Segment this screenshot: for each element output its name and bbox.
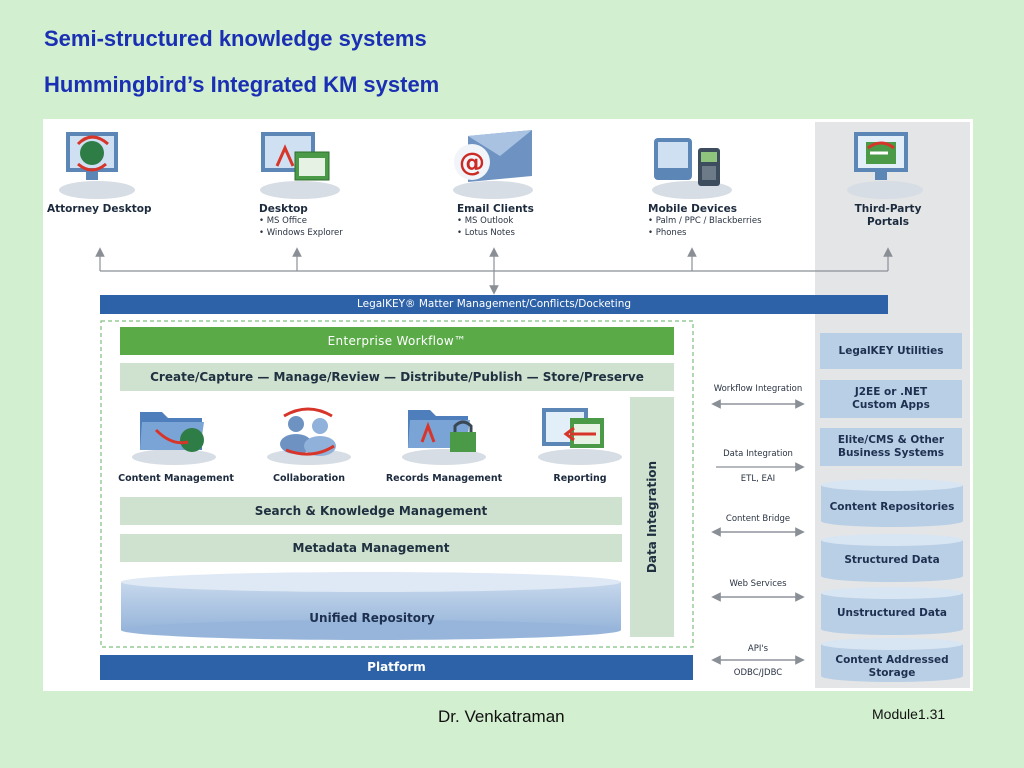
side-box-legalkey-utilities: LegalKEY Utilities [820, 333, 962, 369]
side-box-label-line2: Custom Apps [852, 399, 930, 411]
side-cylinder-label: Content Addressed Storage [820, 654, 964, 680]
module-label: Collaboration [273, 473, 345, 484]
client-name: Email Clients [457, 203, 534, 215]
folder-lock-icon [402, 410, 486, 465]
integration-label: Workflow Integration [713, 384, 803, 394]
side-box-label-line2: Business Systems [837, 447, 945, 459]
client-detail: • MS Office [259, 216, 307, 226]
client-attorney-desktop: Attorney Desktop [47, 203, 151, 215]
integration-label: Content Bridge [725, 514, 791, 524]
monitor-arrows-icon [847, 132, 923, 199]
client-name: Third-Party [854, 203, 922, 215]
integration-label: Web Services [729, 579, 787, 589]
monitor-globe-icon [59, 132, 135, 199]
client-detail: • Palm / PPC / Blackberries [648, 216, 762, 226]
data-integration-label: Data Integration [645, 460, 659, 574]
side-cylinders [821, 479, 963, 682]
monitor-window-icon [260, 132, 340, 199]
data-integration-bar: Data Integration [630, 397, 674, 637]
client-name: Attorney Desktop [47, 203, 152, 215]
platform-bar: Platform [100, 655, 693, 680]
email-at-icon: @ [453, 130, 533, 199]
integration-label: API's [747, 644, 769, 654]
client-name: Mobile Devices [648, 203, 738, 215]
client-third-party: Third-Party Portals [828, 203, 948, 229]
side-box-label: J2EE or .NET [854, 386, 928, 398]
side-box-label: Elite/CMS & Other [837, 434, 945, 446]
client-email: Email Clients • MS Outlook • Lotus Notes [457, 203, 534, 239]
integration-sublabel: ETL, EAI [740, 474, 776, 484]
side-cylinder-label: Unstructured Data [836, 607, 948, 619]
unified-repository-label: Unified Repository [309, 611, 435, 625]
client-detail: • Windows Explorer [259, 228, 343, 238]
side-cylinder-label-line1: Content Addressed [835, 654, 949, 666]
client-name: Desktop [259, 203, 308, 215]
module-label: Reporting [553, 473, 607, 484]
client-detail: • Lotus Notes [457, 228, 515, 238]
side-cylinder-label: Structured Data [844, 554, 940, 566]
enterprise-workflow-bar: Enterprise Workflow™ [120, 327, 674, 355]
module-label: Content Management [118, 473, 234, 484]
search-km-bar: Search & Knowledge Management [120, 497, 622, 525]
svg-text:@: @ [459, 148, 485, 178]
client-detail: • Phones [648, 228, 687, 238]
side-box-custom-apps: J2EE or .NET Custom Apps [820, 380, 962, 418]
integration-sublabel: ODBC/JDBC [733, 668, 783, 678]
people-arrows-icon [267, 407, 351, 465]
module-label: Records Management [385, 473, 503, 484]
client-desktop: Desktop • MS Office • Windows Explorer [259, 203, 343, 239]
client-mobile: Mobile Devices • Palm / PPC / Blackberri… [648, 203, 762, 239]
author-footer: Dr. Venkatraman [438, 707, 565, 726]
client-name-line2: Portals [866, 216, 910, 228]
folder-globe-icon [132, 412, 216, 465]
slide-title: Semi-structured knowledge systems [44, 26, 427, 51]
integration-label: Data Integration [723, 449, 793, 459]
client-detail: • MS Outlook [457, 216, 514, 226]
side-box-label: LegalKEY Utilities [838, 344, 944, 357]
lifecycle-bar: Create/Capture — Manage/Review — Distrib… [120, 363, 674, 391]
module-footer: Module1.31 [872, 706, 946, 722]
window-arrow-icon [538, 408, 622, 465]
legalkey-bar: LegalKEY® Matter Management/Conflicts/Do… [100, 295, 888, 314]
side-box-business-systems: Elite/CMS & Other Business Systems [820, 428, 962, 466]
metadata-bar: Metadata Management [120, 534, 622, 562]
slide-subtitle: Hummingbird’s Integrated KM system [44, 72, 440, 97]
side-cylinder-label-line2: Storage [868, 667, 916, 679]
mobile-devices-icon [652, 138, 732, 199]
side-cylinder-label: Content Repositories [829, 501, 955, 513]
unified-repository-cylinder [121, 572, 621, 640]
